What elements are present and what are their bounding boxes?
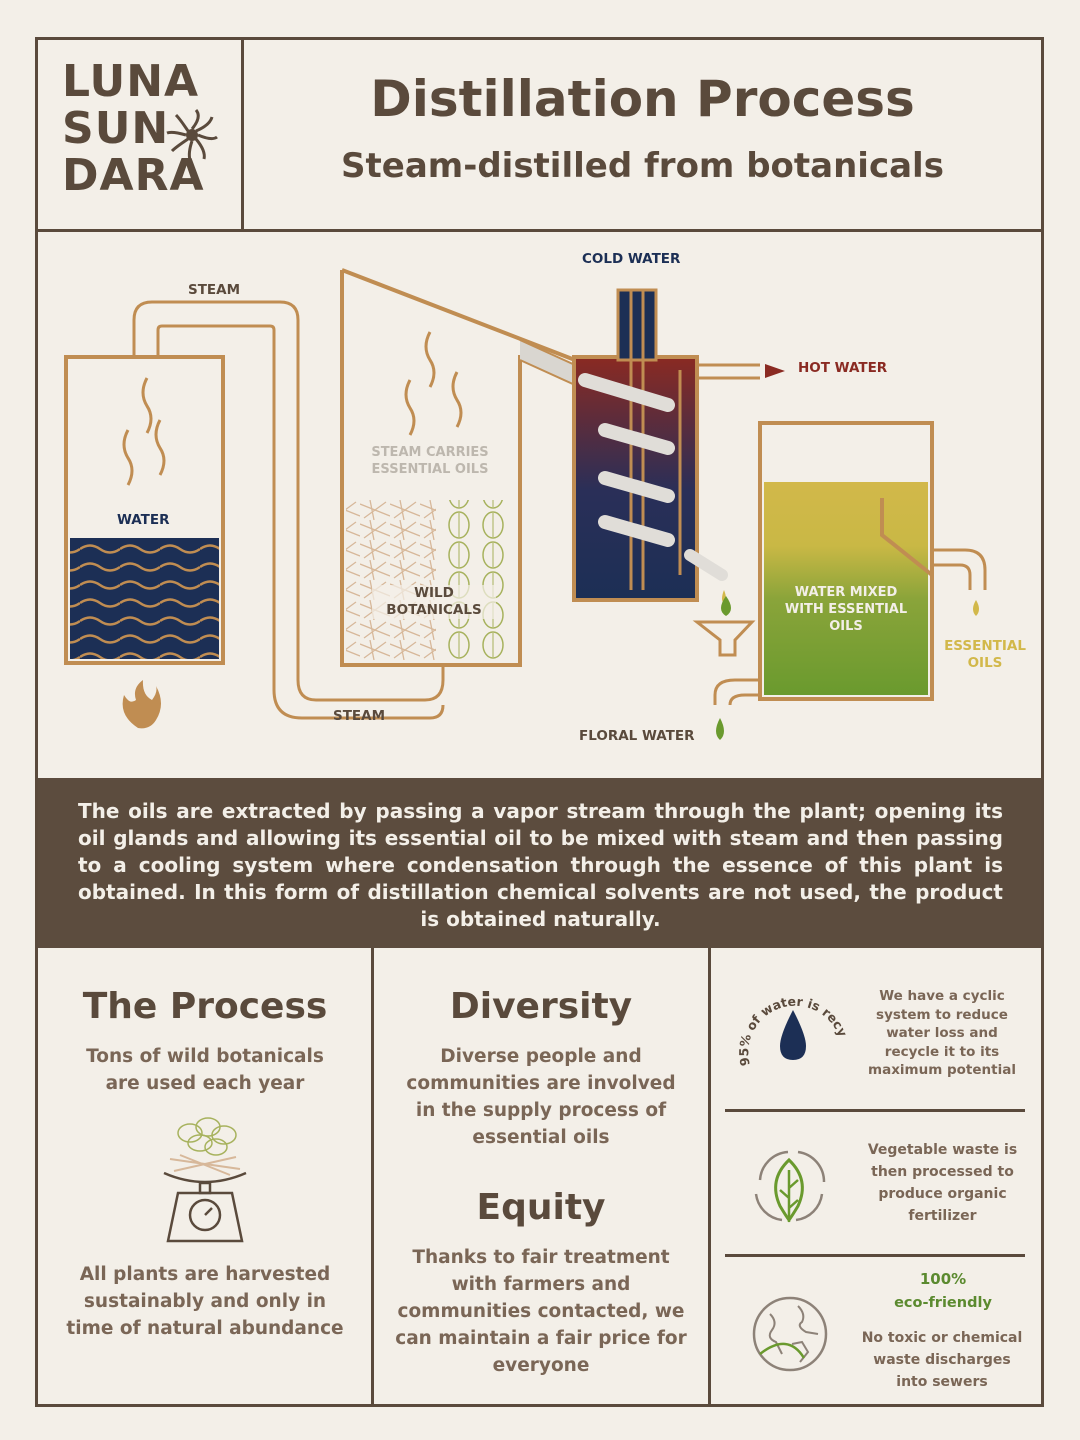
label-essential-oils: ESSENTIAL OILS <box>935 638 1035 672</box>
waste-fact-text: Vegetable waste is then processed to pro… <box>867 1142 1018 1224</box>
label-wild-botanicals-line1: WILD <box>414 585 454 601</box>
header-divider <box>241 37 244 232</box>
label-wild-botanicals: WILD BOTANICALS <box>372 585 496 619</box>
label-floral-water: FLORAL WATER <box>579 728 695 744</box>
label-water: WATER <box>117 512 170 528</box>
globe-icon <box>752 1296 828 1372</box>
page-title: Distillation Process <box>370 70 915 128</box>
water-recycled-badge: 95% of water is recycled <box>730 980 850 1067</box>
equity-text: Thanks to fair treatment with farmers an… <box>395 1247 687 1376</box>
label-essential-oils-line1: ESSENTIAL <box>944 638 1026 654</box>
equity-heading: Equity <box>476 1187 606 1228</box>
label-steam-top: STEAM <box>188 282 241 298</box>
facts-divider-1 <box>725 1109 1025 1112</box>
process-text-2: All plants are harvested sustainably and… <box>66 1264 344 1339</box>
recycle-leaf-icon <box>754 1150 826 1223</box>
logo-line-2: SUN <box>62 103 170 154</box>
column-divider-1 <box>371 948 374 1407</box>
label-essential-oils-line2: OILS <box>967 655 1003 671</box>
label-water-mixed-line2: WITH ESSENTIAL <box>784 602 908 617</box>
facts-divider-2 <box>725 1254 1025 1257</box>
label-cold-water: COLD WATER <box>582 251 681 267</box>
sun-icon <box>166 109 218 161</box>
water-drop-icon <box>780 1010 806 1060</box>
logo-line-3: DARA <box>62 150 205 201</box>
water-fact-text: We have a cyclic system to reduce water … <box>868 988 1016 1078</box>
label-hot-water: HOT WATER <box>798 360 888 376</box>
scale-icon <box>163 1117 247 1243</box>
diversity-text: Diverse people and communities are invol… <box>406 1046 676 1148</box>
label-water-mixed-line1: WATER MIXED <box>794 585 898 600</box>
process-text-1: Tons of wild botanicals are used each ye… <box>86 1046 324 1094</box>
column-divider-2 <box>708 948 711 1407</box>
brand-logo: LUNA SUN DARA <box>62 58 232 199</box>
label-water-mixed-line3: OILS <box>829 619 863 634</box>
steam-pipe <box>132 300 445 720</box>
distillation-diagram <box>64 268 987 740</box>
page-subtitle: Steam-distilled from botanicals <box>341 146 944 186</box>
label-steam-carries: STEAM CARRIES ESSENTIAL OILS <box>352 444 508 478</box>
steam-wisps-icon <box>122 377 166 486</box>
diversity-column: Diversity Diverse people and communities… <box>374 950 708 1404</box>
diversity-heading: Diversity <box>449 986 633 1027</box>
header-bottom-rule <box>35 229 1044 232</box>
poster-frame <box>35 37 1044 1407</box>
eco-percent: 100% <box>919 1270 967 1288</box>
eco-label: eco-friendly <box>894 1295 992 1311</box>
label-wild-botanicals-line2: BOTANICALS <box>386 602 482 618</box>
label-steam-carries-line1: STEAM CARRIES <box>371 445 489 460</box>
label-steam-carries-line2: ESSENTIAL OILS <box>371 462 489 477</box>
description-text: The oils are extracted by passing a vapo… <box>78 799 1003 931</box>
label-steam-bottom: STEAM <box>333 708 386 724</box>
process-heading: The Process <box>82 986 328 1027</box>
label-water-mixed: WATER MIXED WITH ESSENTIAL OILS <box>768 584 924 635</box>
flame-icon <box>122 680 161 729</box>
description-band: The oils are extracted by passing a vapo… <box>38 778 1041 948</box>
eco-fact-text: No toxic or chemical waste discharges in… <box>861 1330 1023 1390</box>
logo-line-1: LUNA <box>62 56 200 107</box>
process-column: The Process Tons of wild botanicals are … <box>40 950 370 1404</box>
